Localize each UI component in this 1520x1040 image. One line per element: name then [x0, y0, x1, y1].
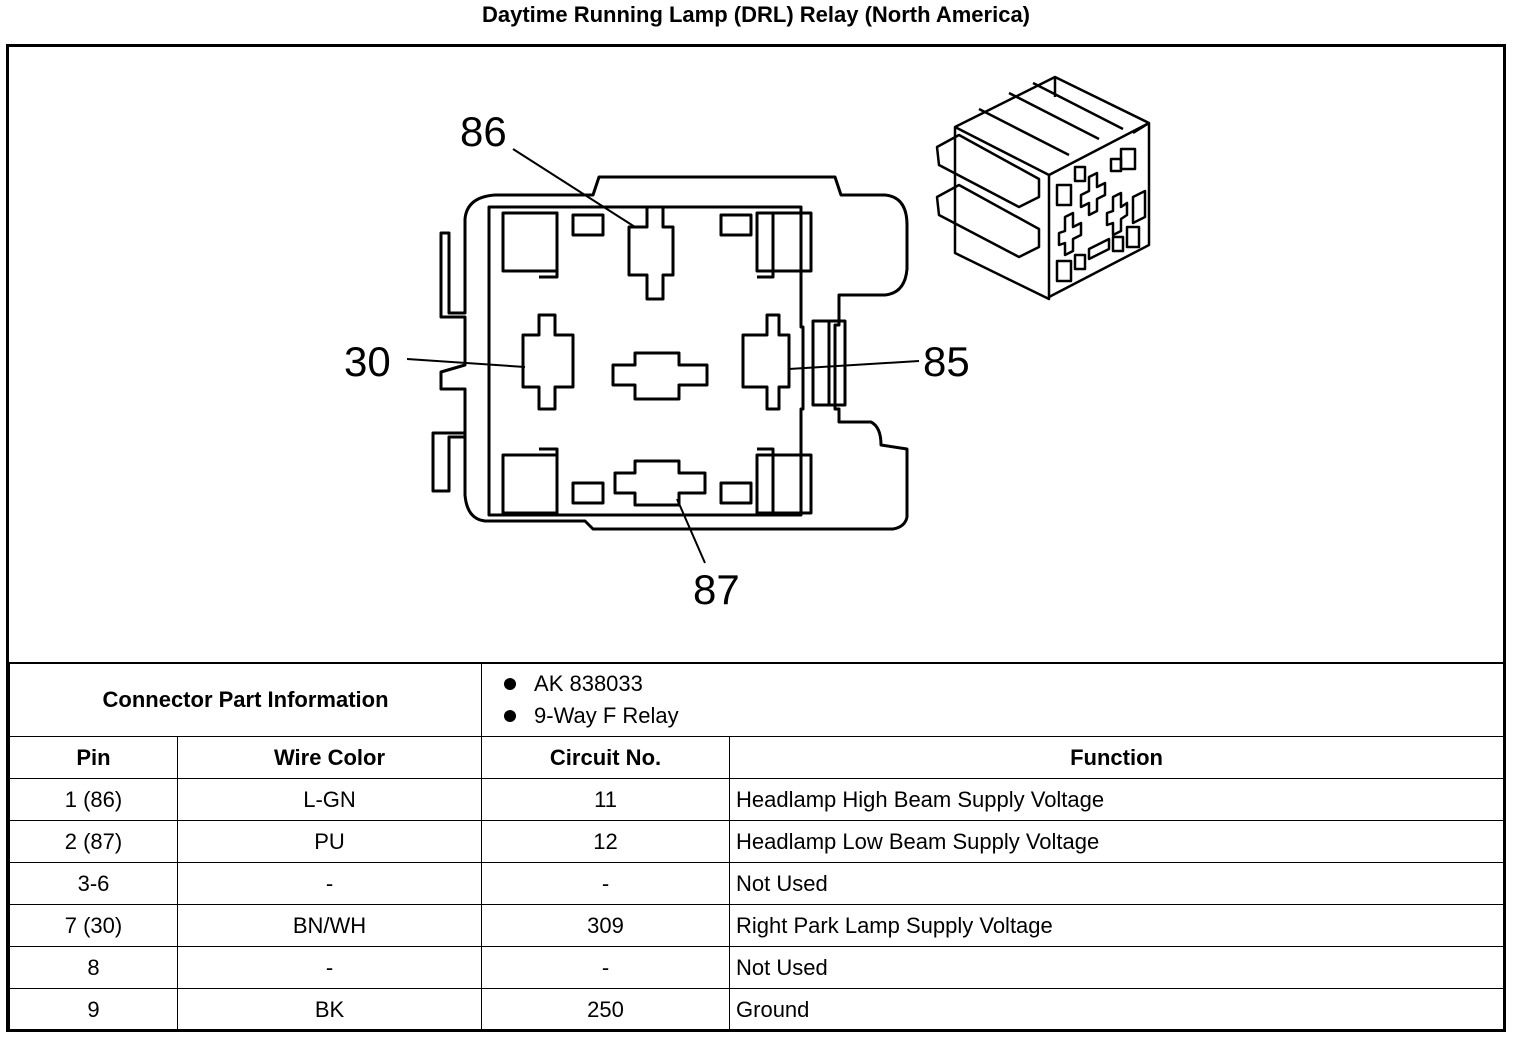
list-item: 9-Way F Relay — [504, 700, 1497, 732]
pin-label-30: 30 — [344, 338, 391, 385]
cell-circuit: 12 — [481, 820, 731, 863]
connector-frame: 86 30 85 87 Connector Part Information A… — [6, 44, 1506, 1032]
bullet-icon — [504, 678, 517, 690]
cell-function: Ground — [729, 988, 1505, 1031]
connector-part-info-row: Connector Part Information AK 838033 9-W… — [8, 662, 1505, 737]
column-header-pin: Pin — [9, 736, 178, 779]
table-row: 9 BK 250 Ground — [9, 988, 1505, 1031]
bullet-icon — [504, 710, 517, 722]
page-title: Daytime Running Lamp (DRL) Relay (North … — [481, 2, 1031, 27]
column-header-function: Function — [729, 736, 1505, 779]
table-row: 3-6 - - Not Used — [9, 862, 1505, 905]
cell-function: Not Used — [729, 946, 1505, 989]
cell-pin: 2 (87) — [9, 820, 178, 863]
cell-wire-color: BK — [176, 988, 483, 1031]
column-header-wire-color: Wire Color — [176, 736, 483, 779]
connector-part-info-label: Connector Part Information — [8, 662, 483, 737]
cell-pin: 3-6 — [9, 862, 178, 905]
pin-label-85: 85 — [923, 338, 970, 385]
connector-table: Connector Part Information AK 838033 9-W… — [8, 662, 1505, 1031]
table-row: 1 (86) L-GN 11 Headlamp High Beam Supply… — [9, 778, 1505, 821]
cell-circuit: 309 — [481, 904, 731, 947]
cell-wire-color: - — [176, 946, 483, 989]
column-header-circuit-no: Circuit No. — [481, 736, 731, 779]
cell-function: Headlamp High Beam Supply Voltage — [729, 778, 1505, 821]
table-row: 8 - - Not Used — [9, 946, 1505, 989]
cell-pin: 8 — [9, 946, 178, 989]
cell-circuit: 250 — [481, 988, 731, 1031]
cell-pin: 9 — [9, 988, 178, 1031]
cell-function: Not Used — [729, 862, 1505, 905]
part-number: AK 838033 — [534, 671, 643, 696]
cell-wire-color: - — [176, 862, 483, 905]
cell-wire-color: BN/WH — [176, 904, 483, 947]
cell-circuit: 11 — [481, 778, 731, 821]
cell-function: Headlamp Low Beam Supply Voltage — [729, 820, 1505, 863]
cell-circuit: - — [481, 862, 731, 905]
cell-function: Right Park Lamp Supply Voltage — [729, 904, 1505, 947]
connector-diagram: 86 30 85 87 — [9, 47, 1503, 662]
table-row: 7 (30) BN/WH 309 Right Park Lamp Supply … — [9, 904, 1505, 947]
table-row: 2 (87) PU 12 Headlamp Low Beam Supply Vo… — [9, 820, 1505, 863]
connector-type: 9-Way F Relay — [534, 703, 679, 728]
relay-connector-face-drawing — [406, 75, 1151, 564]
pin-label-86: 86 — [460, 108, 507, 155]
pin-label-87: 87 — [693, 566, 740, 613]
cell-wire-color: L-GN — [176, 778, 483, 821]
cell-pin: 1 (86) — [9, 778, 178, 821]
cell-pin: 7 (30) — [9, 904, 178, 947]
connector-part-info-list: AK 838033 9-Way F Relay — [481, 662, 1505, 737]
table-header-row: Pin Wire Color Circuit No. Function — [9, 736, 1505, 779]
list-item: AK 838033 — [504, 668, 1497, 700]
cell-circuit: - — [481, 946, 731, 989]
cell-wire-color: PU — [176, 820, 483, 863]
